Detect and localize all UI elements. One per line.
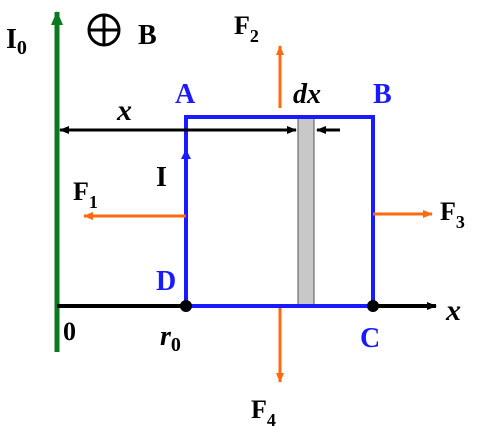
corner-b-label: B xyxy=(373,79,392,110)
wire-current-label: I0 xyxy=(6,24,27,59)
point-c-dot xyxy=(367,300,379,312)
strip-dx-label: dx xyxy=(293,79,321,110)
force-f4-label: F4 xyxy=(251,395,276,430)
origin-label: 0 xyxy=(63,317,76,346)
force-f3-label: F3 xyxy=(440,197,465,232)
point-r0-dot xyxy=(180,300,192,312)
force-f2-label: F2 xyxy=(234,11,259,46)
strip-dx xyxy=(297,116,315,307)
r0-label: r0 xyxy=(160,321,181,356)
field-b-label: B xyxy=(138,20,157,51)
distance-x-label: x xyxy=(116,94,132,127)
field-into-page-icon xyxy=(87,13,121,47)
force-f1-label: F1 xyxy=(73,177,98,212)
corner-c-label: C xyxy=(360,323,380,354)
corner-a-label: A xyxy=(175,79,196,110)
rectangular-loop xyxy=(184,115,375,308)
corner-d-label: D xyxy=(156,266,176,297)
loop-current-label: I xyxy=(156,162,167,193)
x-axis-label: x xyxy=(445,294,461,327)
